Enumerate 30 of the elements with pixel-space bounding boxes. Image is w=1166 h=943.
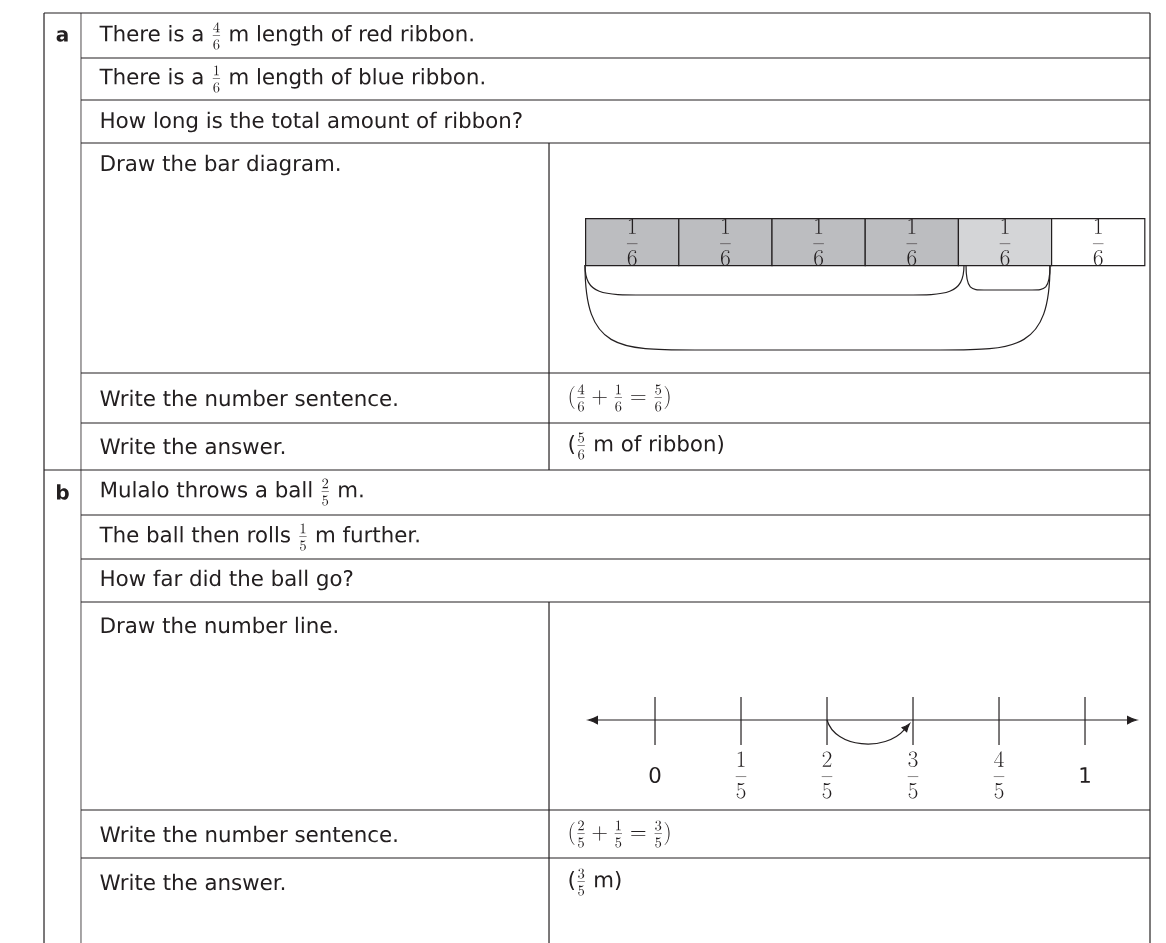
question-text: Mulalo throws a ball $\frac{2}{5}$ m.: [101, 478, 363, 506]
question-text: How long is the total amount of ribbon?: [101, 111, 522, 133]
tick-label: 0: [649, 766, 661, 784]
instruction-text: Write the number sentence.: [100, 389, 397, 407]
question-text: How far did the ball go?: [101, 569, 353, 591]
bar-segment: $\frac{1}{6}$: [678, 218, 773, 267]
instruction-text: Write the answer.: [100, 437, 285, 455]
instruction-text: Write the number sentence.: [100, 825, 397, 843]
bar-segment: $\frac{1}{6}$: [1051, 218, 1146, 267]
question-text: There is a $\frac{1}{6}$ m length of blue ribbon.: [99, 65, 484, 93]
tick-label: $\frac{1}{5}$: [735, 751, 747, 799]
answer-text: $(\frac{4}{6} + \frac{1}{6} = \frac{5}{6})$: [569, 384, 670, 412]
section-letter: a: [56, 30, 68, 42]
instruction-text: Draw the number line.: [101, 616, 337, 634]
bar-segment: $\frac{1}{6}$: [864, 218, 959, 267]
answer-text: $(\frac{2}{5} + \frac{1}{5} = \frac{3}{5})$: [569, 820, 670, 848]
tick-label: 1: [1080, 767, 1090, 783]
bar-segment: $\frac{1}{6}$: [585, 218, 680, 267]
question-text: There is a $\frac{4}{6}$ m length of red ribbon.: [99, 22, 473, 50]
bar-segment: $\frac{1}{6}$: [771, 218, 866, 267]
bar-segment: $\frac{1}{6}$: [957, 218, 1053, 267]
question-text: The ball then rolls $\frac{1}{5}$ m further.: [99, 523, 419, 551]
section-letter: b: [57, 484, 69, 500]
tick-label: $\frac{3}{5}$: [907, 751, 919, 799]
answer-text: ($\frac{5}{6}$ m of ribbon): [569, 432, 723, 460]
answer-text: ($\frac{3}{5}$ m): [569, 868, 621, 896]
instruction-text: Write the answer.: [100, 873, 285, 891]
instruction-text: Draw the bar diagram.: [101, 154, 340, 176]
tick-label: $\frac{2}{5}$: [821, 751, 833, 799]
tick-label: $\frac{4}{5}$: [993, 751, 1005, 799]
